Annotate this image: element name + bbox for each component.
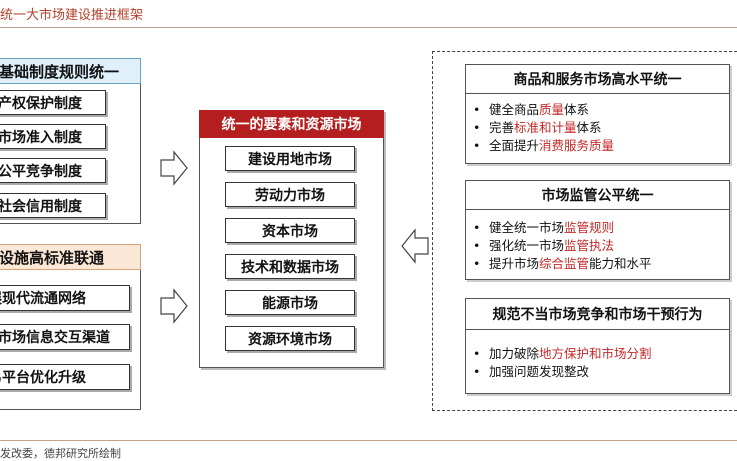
bullet-item: 提升市场综合监管能力和水平 (473, 255, 652, 273)
left-item-trading-platform: 交易平台优化升级 (0, 364, 130, 390)
left-item-market-access: 市场准入制度 (0, 124, 106, 149)
bullet-item: 健全统一市场监管规则 (473, 219, 614, 237)
source-note: 发改委，德邦研究所绘制 (0, 447, 121, 460)
bullet-item: 强化统一市场监管执法 (473, 237, 614, 255)
arrow-right-icon (160, 150, 188, 186)
left-item-social-credit: 社会信用制度 (0, 193, 106, 218)
center-item-capital: 资本市场 (225, 218, 355, 243)
bullet-item: 完善标准和计量体系 (473, 119, 602, 137)
center-item-energy: 能源市场 (225, 290, 355, 315)
center-item-tech-data: 技术和数据市场 (225, 254, 355, 279)
right-panel-supervision-header: 市场监管公平统一 (465, 180, 730, 210)
left-item-logistics-network: 发展现代流通网络 (0, 285, 130, 311)
center-panel-header: 统一的要素和资源市场 (199, 110, 384, 138)
arrow-left-icon (401, 228, 429, 264)
page-title: 统一大市场建设推进框架 (0, 8, 144, 23)
left-item-fair-competition: 公平竞争制度 (0, 158, 106, 183)
bullet-item: 全面提升消费服务质量 (473, 137, 614, 155)
left-group-rules-header: 基础制度规则统一 (0, 58, 141, 84)
left-item-info-channels: 市场信息交互渠道 (0, 324, 130, 350)
bullet-item: 加力破除地方保护和市场分割 (473, 345, 652, 363)
arrow-right-icon (160, 288, 188, 324)
left-group-infrastructure-header: 设施高标准联通 (0, 244, 141, 270)
bullet-item: 加强问题发现整改 (473, 363, 589, 381)
center-item-environment: 资源环境市场 (225, 326, 355, 351)
left-item-property-rights: 产权保护制度 (0, 90, 106, 115)
footer-divider (0, 440, 737, 441)
right-panel-goods-services-header: 商品和服务市场高水平统一 (465, 64, 730, 94)
center-item-labor: 劳动力市场 (225, 182, 355, 207)
right-dashed-container (432, 51, 737, 411)
bullet-item: 健全商品质量体系 (473, 101, 589, 119)
center-item-land: 建设用地市场 (225, 146, 355, 171)
title-divider (0, 27, 737, 28)
right-panel-competition-header: 规范不当市场竞争和市场干预行为 (465, 298, 730, 330)
